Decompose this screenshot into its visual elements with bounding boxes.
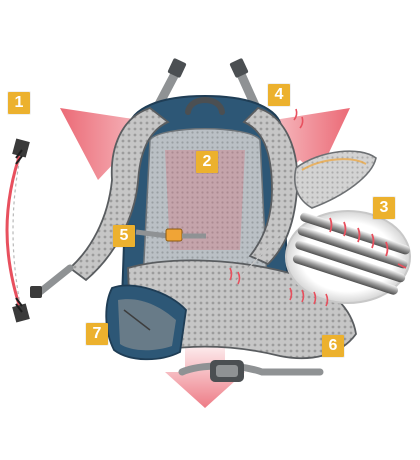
back-panel-vent (165, 150, 245, 250)
foam-channels (231, 210, 411, 304)
shoulder-strap-right (242, 106, 299, 266)
strap-detail-illustration (294, 150, 377, 209)
strap-buckle-left-icon (30, 286, 42, 298)
lower-strap-left (36, 264, 74, 296)
callout-badge-6: 6 (322, 335, 344, 357)
shoulder-straps (30, 106, 299, 298)
vent-wisps (229, 108, 329, 307)
carry-handle (185, 97, 225, 115)
hip-buckle-icon (210, 360, 244, 382)
callout-badge-5: 5 (113, 225, 135, 247)
callout-badge-4: 4 (268, 84, 290, 106)
frame-flex-arc (5, 147, 24, 315)
chest-buckle (135, 228, 206, 242)
shoulder-strap-left (68, 106, 170, 282)
callout-badge-7: 7 (86, 323, 108, 345)
callout-badge-3: 3 (373, 197, 395, 219)
callout-badge-1: 1 (8, 92, 30, 114)
hip-belt (105, 259, 357, 382)
callout-badge-2: 2 (196, 151, 218, 173)
frame-flex-illustration (5, 138, 30, 323)
